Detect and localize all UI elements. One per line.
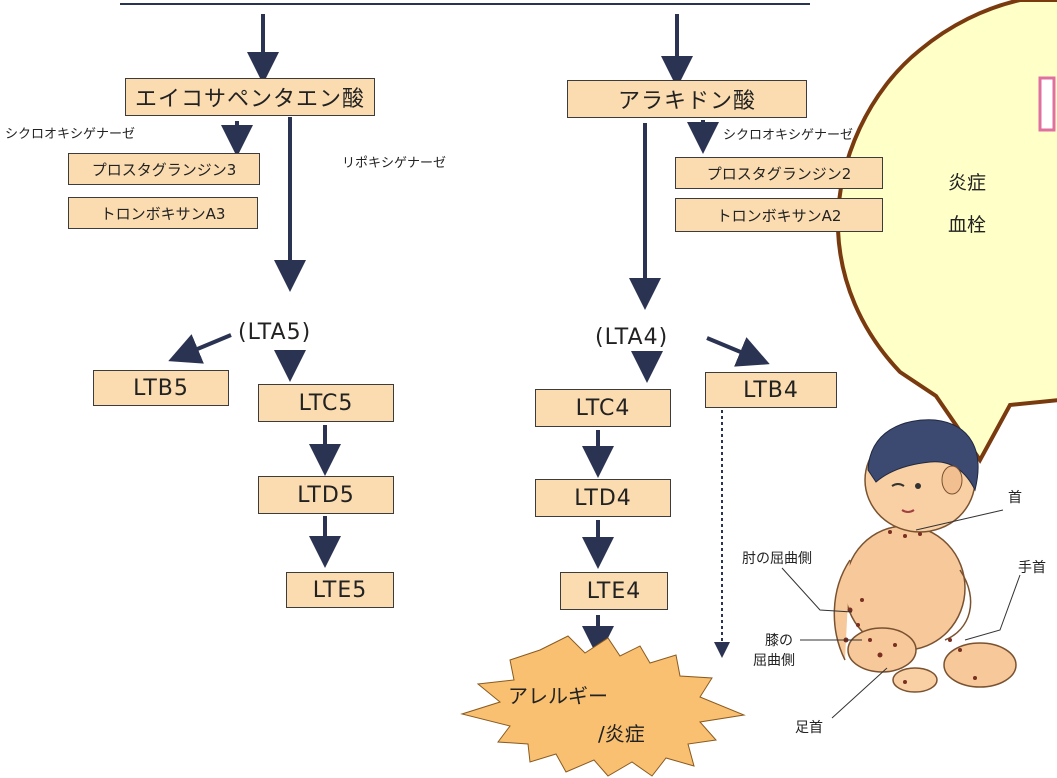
label-lipox: リポキシゲナーゼ (342, 156, 447, 171)
box-aa: アラキドン酸 (567, 80, 807, 118)
label-ankle: 足首 (795, 720, 823, 736)
box-epa: エイコサペンタエン酸 (125, 78, 375, 116)
label-cox-left: シクロオキシゲナーゼ (5, 127, 136, 142)
label-elbow: 肘の屈曲側 (742, 551, 812, 567)
burst-label-allergy: アレルギー (508, 684, 608, 708)
box-ltc5: LTC5 (258, 384, 394, 422)
box-pg2: プロスタグランジン2 (675, 157, 883, 189)
box-ltb4: LTB4 (705, 372, 837, 408)
label-neck: 首 (1008, 490, 1022, 506)
burst-label-allergy-2: /炎症 (598, 722, 645, 746)
box-tx3: トロンボキサンA3 (68, 197, 258, 229)
allergy-burst (460, 635, 746, 777)
box-ltc4: LTC4 (535, 389, 671, 427)
burst-label-inflammation: 炎症 (948, 172, 987, 194)
burst-label-thrombus: 血栓 (948, 214, 987, 236)
baby-illustration (781, 419, 1021, 719)
label-knee-2: 屈曲側 (753, 653, 795, 669)
label-wrist: 手首 (1018, 560, 1046, 576)
box-ltd4: LTD4 (535, 479, 671, 517)
box-lte5: LTE5 (286, 572, 394, 608)
arrow-lta4-ltb4 (706, 336, 770, 367)
label-knee-1: 膝の (765, 633, 793, 649)
bubble-mark (1038, 76, 1056, 132)
box-tx2: トロンボキサンA2 (675, 198, 883, 232)
box-ltd5: LTD5 (258, 476, 394, 514)
arrow-lta5-ltb5 (168, 333, 232, 364)
box-pg3: プロスタグランジン3 (68, 153, 260, 185)
label-lta5: (LTA5) (238, 320, 312, 345)
box-ltb5: LTB5 (93, 370, 229, 406)
label-lta4: (LTA4) (595, 325, 669, 350)
box-lte4: LTE4 (560, 572, 668, 610)
label-cox-right: シクロオキシゲナーゼ (723, 128, 854, 143)
